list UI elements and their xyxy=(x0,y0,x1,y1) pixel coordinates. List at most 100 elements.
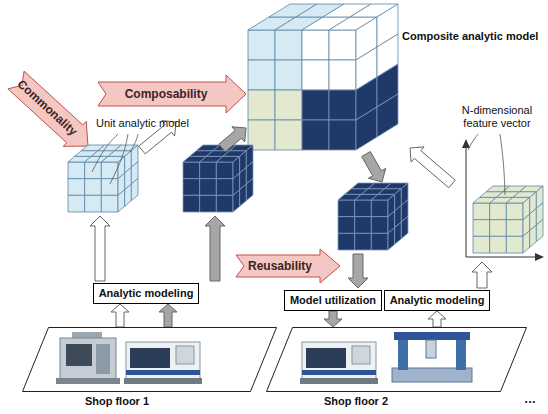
cube-caption: Composite analytic model xyxy=(402,30,538,43)
concept-arrows xyxy=(8,71,340,283)
cube-cell xyxy=(329,60,356,90)
cube-cell xyxy=(246,178,253,200)
flow-arrow xyxy=(362,152,386,182)
cube-caption: Unit analytic model xyxy=(96,117,189,130)
cube-cell xyxy=(216,179,233,196)
machine-illustration xyxy=(96,344,110,374)
analytic-model-cube xyxy=(183,145,253,212)
cube-cell xyxy=(68,179,85,196)
machine-illustration xyxy=(124,378,202,384)
cube-cell xyxy=(118,190,125,212)
cube-cell xyxy=(68,195,85,212)
leader-line xyxy=(130,134,138,152)
cube-cell xyxy=(85,179,102,196)
process-box: Analytic modeling xyxy=(93,283,200,304)
cube-cell xyxy=(388,228,395,250)
machine-illustration xyxy=(126,342,200,380)
analytic-model-cube xyxy=(68,145,138,212)
cube-cell xyxy=(302,90,329,120)
cube-cell xyxy=(377,94,398,137)
concept-label: Composability xyxy=(125,88,208,101)
cube-cell xyxy=(371,233,388,250)
cube-cell xyxy=(248,90,275,120)
machine-illustration xyxy=(456,336,466,370)
shop-floor: Shop floor 2 xyxy=(266,327,528,411)
cube-cell xyxy=(371,217,388,234)
cube-cell xyxy=(329,120,356,150)
cube-cell xyxy=(490,220,507,237)
flow-arrow xyxy=(410,147,455,188)
cube-cell xyxy=(275,60,302,90)
cube-cell xyxy=(101,195,118,212)
concept-label: Commonality xyxy=(15,78,80,139)
concept-label: Reusability xyxy=(248,260,312,273)
cube-cell xyxy=(473,236,490,253)
cube-cell xyxy=(506,203,523,220)
cube-cell xyxy=(401,216,408,238)
cube-cell xyxy=(536,219,543,241)
leader-line xyxy=(110,134,128,184)
cube-cell xyxy=(131,178,138,200)
leader-line xyxy=(468,134,478,150)
machine-illustration xyxy=(392,368,472,382)
concept-arrow xyxy=(8,71,88,146)
shop-floor: Shop floor 1 xyxy=(22,327,278,411)
box-text: Model utilization xyxy=(290,294,376,307)
machine-illustration xyxy=(398,336,408,370)
cube-cell xyxy=(530,225,537,247)
cube-cell xyxy=(356,107,377,150)
cube-cell xyxy=(338,200,355,217)
flow-arrow xyxy=(348,254,368,288)
cube-cell xyxy=(101,179,118,196)
machine-illustration xyxy=(306,348,346,368)
cube-cell xyxy=(200,162,217,179)
cube-cell xyxy=(302,120,329,150)
continuation-mark: … xyxy=(524,393,536,406)
cube-cell xyxy=(338,217,355,234)
cube-cell xyxy=(329,90,356,120)
cube-cell xyxy=(275,90,302,120)
process-box: Analytic modeling xyxy=(384,290,491,311)
cube-cell xyxy=(216,162,233,179)
flow-arrows xyxy=(90,121,492,288)
shop-floor-outline xyxy=(267,328,527,392)
machine-illustration xyxy=(302,370,376,375)
cube-cell xyxy=(355,233,372,250)
shop-floor-label: Shop floor 2 xyxy=(266,395,446,408)
axis-line xyxy=(466,146,467,257)
concept-arrow xyxy=(98,75,246,113)
leader-lines xyxy=(92,134,505,195)
cube-cell xyxy=(275,30,302,60)
box-text: Analytic modeling xyxy=(99,287,194,300)
cube-cell xyxy=(302,60,329,90)
machine-illustration xyxy=(426,340,436,358)
cube-cell xyxy=(183,195,200,212)
cube-cell xyxy=(329,30,356,60)
machine-illustration xyxy=(56,378,120,384)
flow-arrow xyxy=(159,304,177,327)
cube-cell xyxy=(275,120,302,150)
flow-arrow xyxy=(324,311,342,327)
machine-illustration xyxy=(302,342,376,380)
machine-illustration xyxy=(130,348,170,368)
cube-cell xyxy=(183,162,200,179)
box-text: Analytic modeling xyxy=(390,294,485,307)
cube-cell xyxy=(248,30,275,60)
flow-arrow xyxy=(90,216,110,281)
cube-cell xyxy=(506,220,523,237)
axis-head xyxy=(535,253,544,261)
shop-floor-outline xyxy=(22,327,278,393)
shop-floor-outline xyxy=(266,327,528,393)
cube-cell xyxy=(473,220,490,237)
cube-cell xyxy=(302,30,329,60)
leader-line xyxy=(92,134,118,172)
axis-line xyxy=(466,257,537,258)
cube-cell xyxy=(200,179,217,196)
cube-cell xyxy=(200,195,217,212)
shop-floor-label: Shop floor 1 xyxy=(22,395,212,408)
process-box: Model utilization xyxy=(284,290,382,311)
cube-cell xyxy=(233,190,240,212)
